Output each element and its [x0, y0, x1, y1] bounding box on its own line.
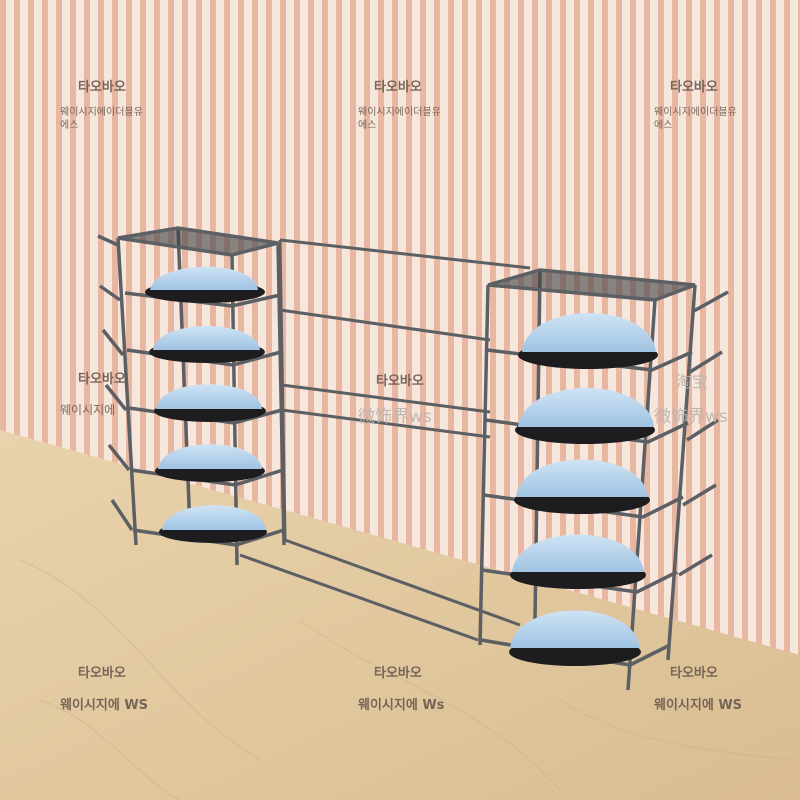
balance-ball-right-3: [514, 459, 650, 514]
watermark-title: 타오바오: [670, 80, 718, 95]
balance-ball-right-5: [509, 610, 641, 666]
left-rack: [97, 226, 286, 566]
watermark-title: 타오바오: [376, 374, 424, 389]
balance-ball-right-2: [515, 388, 655, 444]
watermark-title: 타오바오: [78, 666, 126, 681]
watermark-subtitle: 웨이시지에 Ws: [358, 698, 445, 713]
watermark-chinese: 微饰界ws: [654, 407, 728, 427]
watermark-title: 타오바오: [670, 666, 718, 681]
watermark-title: 타오바오: [78, 80, 126, 95]
watermark-subtitle: 웨이시지에 WS: [60, 698, 149, 713]
watermark-title: 타오바오: [374, 80, 422, 95]
right-rack: [478, 268, 729, 691]
watermark-subtitle: 웨이시지에: [60, 403, 116, 417]
balance-ball-left-2: [149, 326, 265, 363]
watermark-title: 타오바오: [78, 372, 126, 387]
watermark-title: 타오바오: [374, 666, 422, 681]
balance-ball-right-4: [510, 534, 646, 589]
balance-ball-left-5: [159, 505, 267, 543]
balance-ball-right-1: [518, 313, 658, 369]
watermark-subtitle: 웨이시지에이더블유 에스: [654, 107, 737, 131]
watermark-subtitle: 웨이시지에 WS: [654, 698, 743, 713]
balance-ball-left-3: [154, 384, 266, 422]
watermark-chinese-title: 淘宝: [676, 372, 709, 391]
balance-ball-left-4: [155, 444, 265, 482]
watermark-subtitle: 웨이시지에이더블유 에스: [358, 107, 441, 131]
watermark-subtitle: 웨이시지에이더블유 에스: [60, 107, 143, 131]
balance-ball-left-1: [145, 266, 265, 303]
watermark-chinese: 微饰界ws: [358, 407, 432, 427]
